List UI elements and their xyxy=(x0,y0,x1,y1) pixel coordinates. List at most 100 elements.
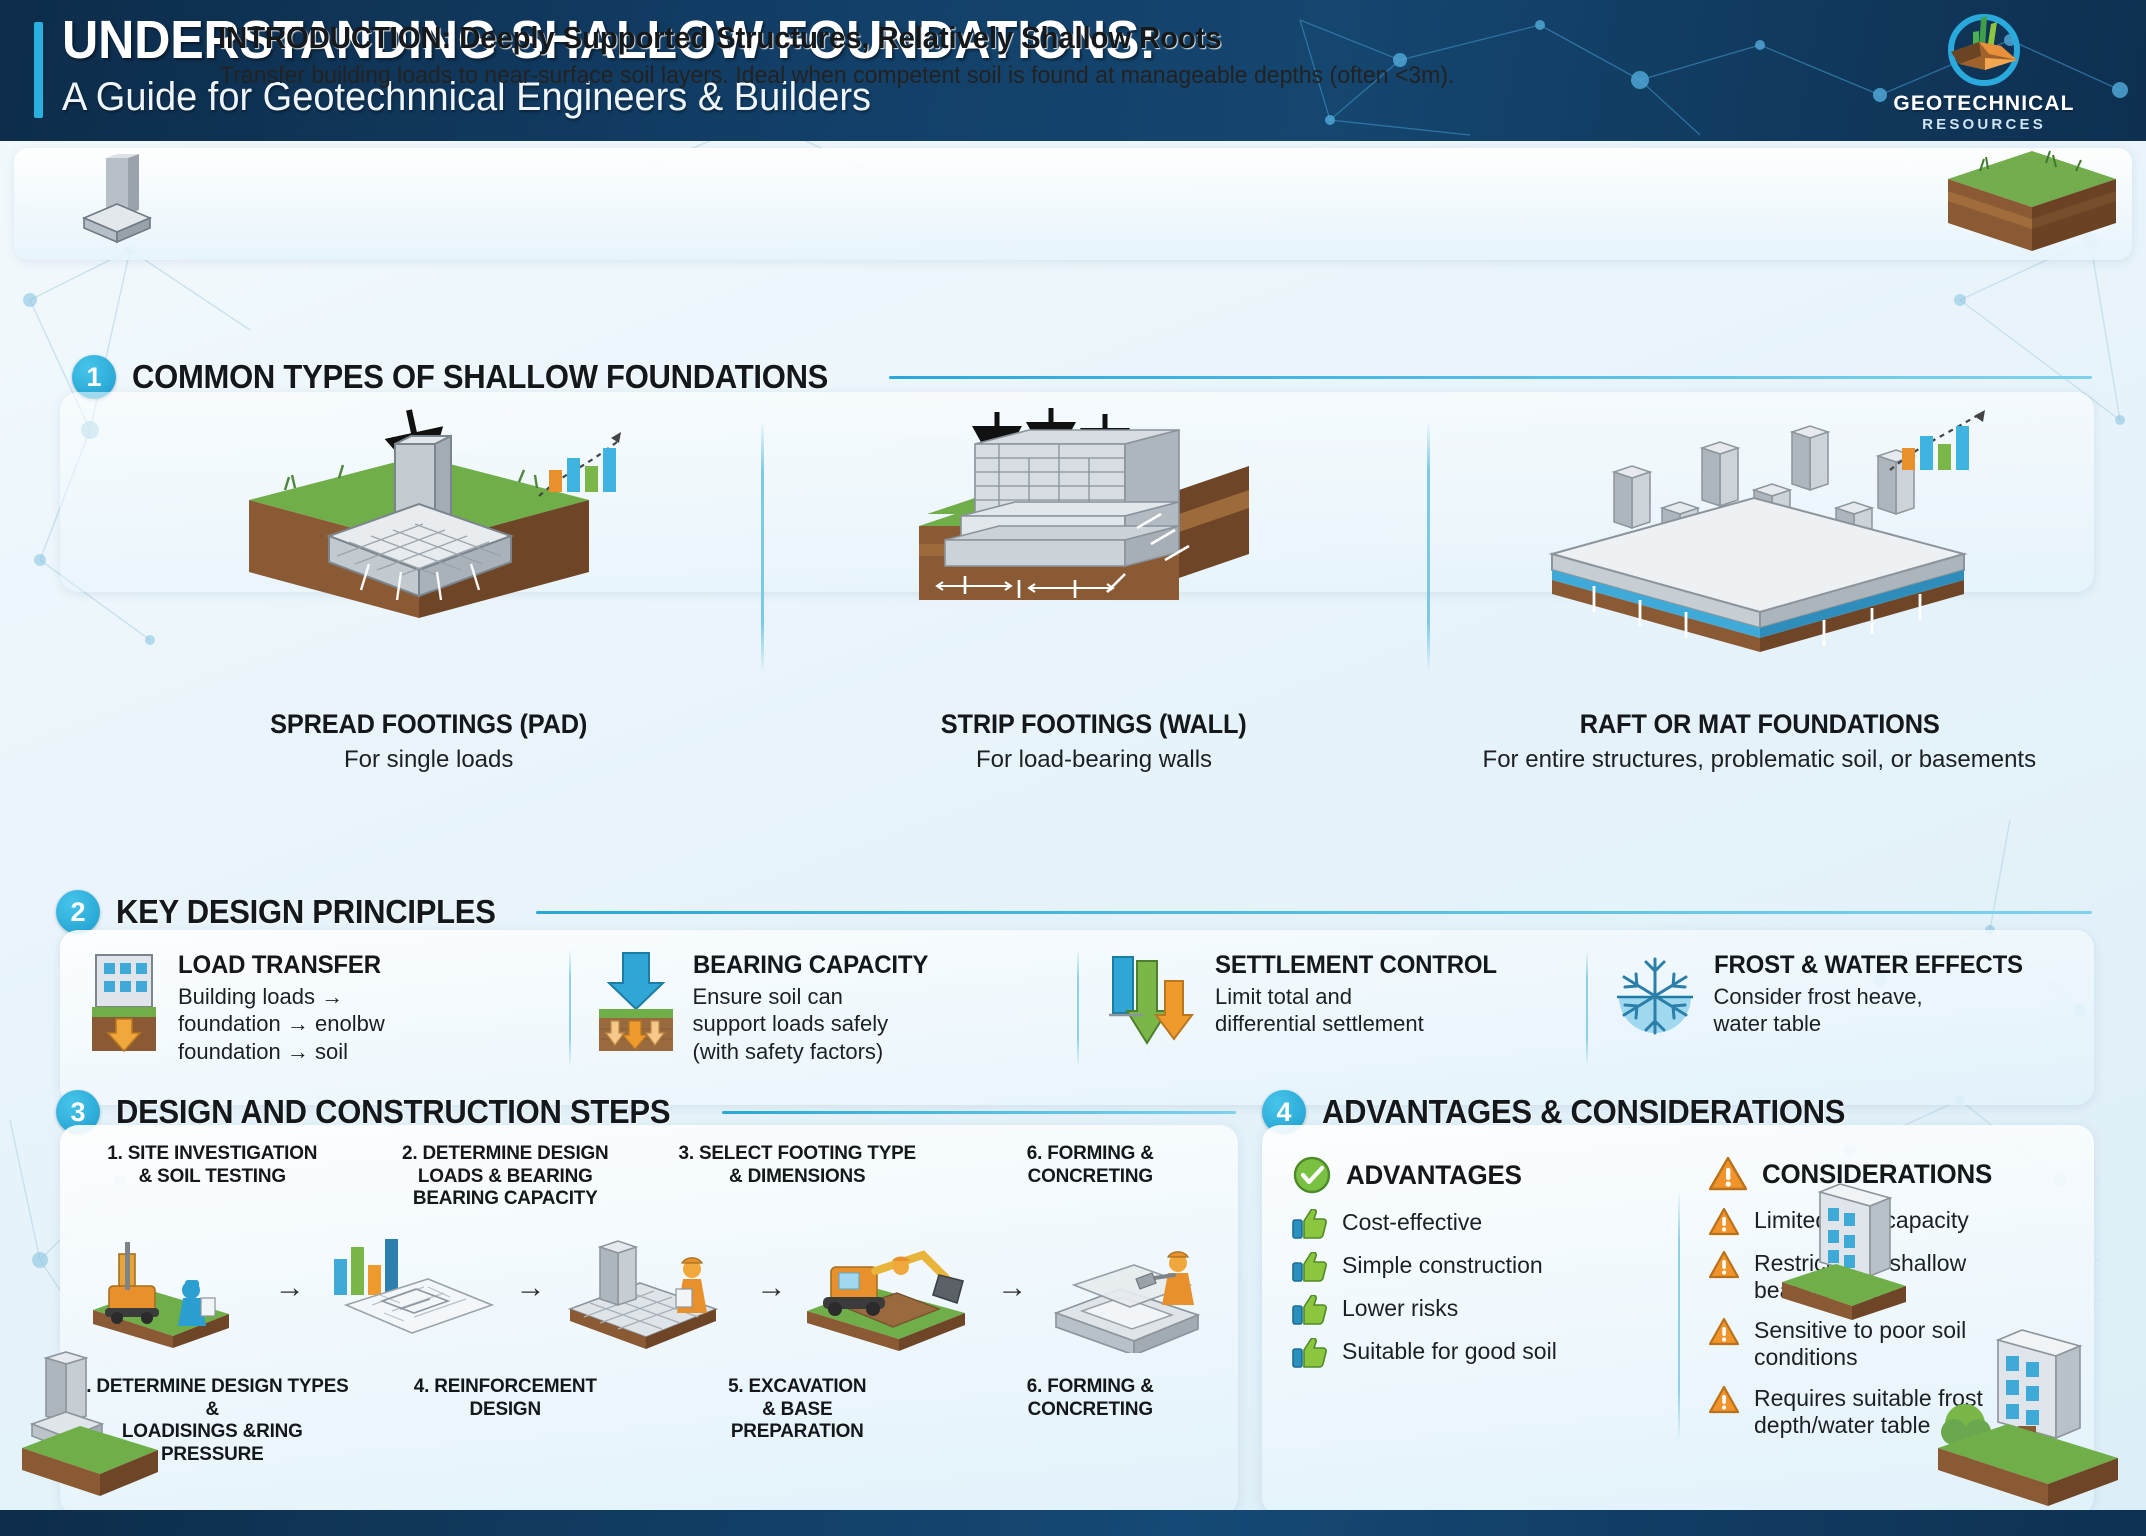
drill-rig-icon xyxy=(93,1241,230,1348)
section-1-rule xyxy=(888,375,2092,379)
thumbs-up-icon xyxy=(1292,1338,1327,1368)
foundation-type-spread: SPREAD FOOTINGS (PAD) For single loads xyxy=(96,404,761,774)
advantage-item: Suitable for good soil xyxy=(1292,1338,1664,1368)
intro-subtitle: Transfer building loads to near-surface … xyxy=(220,62,1455,89)
pad-footing-corner-illustration-icon xyxy=(22,1351,158,1496)
principle-desc-settlement-control: Limit total and differential settlement xyxy=(1215,984,1424,1037)
design-principles-row: LOAD TRANSFER Building loads → foundatio… xyxy=(60,935,2094,1105)
concrete-pour-icon xyxy=(1053,1250,1201,1353)
section-3-header: 3 DESIGN AND CONSTRUCTION STEPS xyxy=(56,1090,1236,1134)
section-4-title: ADVANTAGES & CONSIDERATIONS xyxy=(1322,1093,1846,1130)
steps-icon-row: → → xyxy=(66,1205,1236,1370)
excavator-icon xyxy=(806,1249,965,1351)
page-title: UNDERSTANDING SHALLOW FOUNDATIONS: xyxy=(62,10,1156,70)
settlement-bars-icon xyxy=(1109,956,1194,1045)
foundation-type-raft: RAFT OR MAT FOUNDATIONS For entire struc… xyxy=(1426,404,2092,774)
consideration-item: Sensitive to poor soil conditions xyxy=(1708,1317,2080,1371)
step-label-1: 1. SITE INVESTIGATION & SOIL TESTING xyxy=(107,1142,318,1187)
type-desc-raft: For entire structures, problematic soil,… xyxy=(1482,746,2037,773)
advantages-heading: ADVANTAGES xyxy=(1346,1159,1522,1190)
logo-brand-name: GEOTECHNICAL xyxy=(1893,92,2075,115)
building-soil-corner-illustration-icon xyxy=(1782,1183,1906,1320)
consideration-item: Requires suitable frost depth/water tabl… xyxy=(1708,1385,2080,1439)
warning-triangle-icon xyxy=(1708,1156,1748,1191)
section-3-rule xyxy=(721,1110,1236,1114)
type-name-raft: RAFT OR MAT FOUNDATIONS xyxy=(1579,709,1940,739)
introduction-panel xyxy=(14,148,2132,260)
section-2-header: 2 KEY DESIGN PRINCIPLES xyxy=(56,890,2092,934)
section-2-rule xyxy=(535,910,2092,914)
step-icon-forming-concreting xyxy=(1029,1223,1236,1353)
section-1-number: 1 xyxy=(72,355,116,399)
consideration-item: Limited load capacity xyxy=(1708,1207,2080,1237)
step-label-3: 3. SELECT FOOTING TYPE & DIMENSIONS xyxy=(678,1142,917,1187)
footer-bar xyxy=(0,1510,2146,1536)
principle-desc-load-transfer: Building loads → foundation → enolbw fou… xyxy=(178,984,385,1064)
step-icon-design-loads xyxy=(307,1225,514,1350)
advantage-text: Simple construction xyxy=(1342,1252,1543,1278)
principle-title-load-transfer: LOAD TRANSFER xyxy=(178,951,381,979)
type-name-strip: STRIP FOOTINGS (WALL) xyxy=(941,709,1247,739)
pad-footing-3d-icon xyxy=(81,154,153,244)
advantage-text: Lower risks xyxy=(1342,1295,1459,1321)
spread-footing-diagram-icon xyxy=(248,409,621,618)
thumbs-up-icon xyxy=(1292,1295,1327,1325)
logo-mark-icon xyxy=(1948,14,2020,86)
steps-bottom-labels: 2. DETERMINE DESIGN TYPES & LOADISINGS &… xyxy=(66,1375,1236,1465)
mini-bar-chart-icon xyxy=(537,432,621,497)
mini-bar-chart-icon xyxy=(1889,410,1986,471)
type-name-spread: SPREAD FOOTINGS (PAD) xyxy=(270,709,588,739)
logo-brand-sub: RESOURCES xyxy=(1922,116,2046,133)
steps-top-labels: 1. SITE INVESTIGATION & SOIL TESTING 2. … xyxy=(66,1142,1236,1210)
intro-title: INTRODUCTION: Deeply Supported Structure… xyxy=(218,20,1222,55)
warning-triangle-icon xyxy=(1708,1318,1740,1346)
section-1-title: COMMON TYPES OF SHALLOW FOUNDATIONS xyxy=(132,358,829,395)
warning-triangle-icon xyxy=(1708,1250,1740,1279)
advantages-column: ADVANTAGES Cost-effective Simple constru… xyxy=(1262,1145,1678,1515)
type-desc-spread: For single loads xyxy=(343,746,514,773)
down-arrow-soil-icon xyxy=(598,952,673,1051)
principle-bearing-capacity: BEARING CAPACITY Ensure soil can support… xyxy=(568,935,1078,1105)
footing-worker-icon xyxy=(567,1239,719,1349)
title-block: UNDERSTANDING SHALLOW FOUNDATIONS: A Gui… xyxy=(62,12,1238,121)
advantage-item: Simple construction xyxy=(1292,1252,1664,1282)
section-2-number: 2 xyxy=(56,890,100,934)
page-header: UNDERSTANDING SHALLOW FOUNDATIONS: A Gui… xyxy=(0,0,2146,141)
principle-load-transfer: LOAD TRANSFER Building loads → foundatio… xyxy=(60,935,569,1105)
principle-desc-frost-water: Consider frost heave, water table xyxy=(1713,984,1923,1037)
step-arrow-1: → xyxy=(274,1270,305,1304)
title-accent-bar xyxy=(34,22,43,118)
step-arrow-4: → xyxy=(997,1270,1028,1304)
thumbs-up-icon xyxy=(1292,1209,1327,1239)
step-icon-excavation xyxy=(788,1223,995,1353)
raft-mat-foundation-diagram-icon xyxy=(1548,410,1986,652)
consideration-text: Sensitive to poor soil conditions xyxy=(1754,1317,1967,1371)
foundation-types-row: SPREAD FOOTINGS (PAD) For single loads xyxy=(96,404,2092,774)
advantage-item: Cost-effective xyxy=(1292,1209,1664,1239)
section-1-header: 1 COMMON TYPES OF SHALLOW FOUNDATIONS xyxy=(72,355,2092,399)
check-circle-icon xyxy=(1293,1156,1331,1194)
advantage-text: Cost-effective xyxy=(1342,1209,1483,1235)
building-soil-arrow-icon xyxy=(92,954,156,1053)
type-desc-strip: For load-bearing walls xyxy=(975,746,1213,773)
blueprint-bars-icon xyxy=(334,1239,495,1334)
step-label-7: 5. EXCAVATION & BASE PREPARATION xyxy=(728,1375,867,1443)
thumbs-up-icon xyxy=(1292,1252,1327,1282)
principle-title-settlement-control: SETTLEMENT CONTROL xyxy=(1215,951,1497,979)
strip-footing-diagram-icon xyxy=(918,408,1249,600)
step-label-4: 6. FORMING & CONCRETING xyxy=(1026,1142,1154,1187)
header-network-decoration xyxy=(1299,19,2128,136)
step-label-6: 4. REINFORCEMENT DESIGN xyxy=(413,1375,597,1420)
warning-triangle-icon xyxy=(1708,1385,1740,1413)
warning-triangle-icon xyxy=(1708,1207,1740,1236)
foundation-type-strip: STRIP FOOTINGS (WALL) For load-bearing w… xyxy=(761,404,1426,774)
consideration-text: Limited load capacity xyxy=(1754,1207,1969,1233)
considerations-heading: CONSIDERATIONS xyxy=(1762,1158,1993,1189)
principle-settlement-control: SETTLEMENT CONTROL Limit total and diffe… xyxy=(1077,935,1586,1105)
step-label-5: 2. DETERMINE DESIGN TYPES & LOADISINGS &… xyxy=(76,1375,349,1465)
step-arrow-2: → xyxy=(515,1270,546,1304)
step-arrow-3: → xyxy=(756,1270,787,1304)
step-label-2: 2. DETERMINE DESIGN LOADS & BEARING BEAR… xyxy=(401,1142,609,1210)
principle-title-bearing-capacity: BEARING CAPACITY xyxy=(692,951,928,979)
